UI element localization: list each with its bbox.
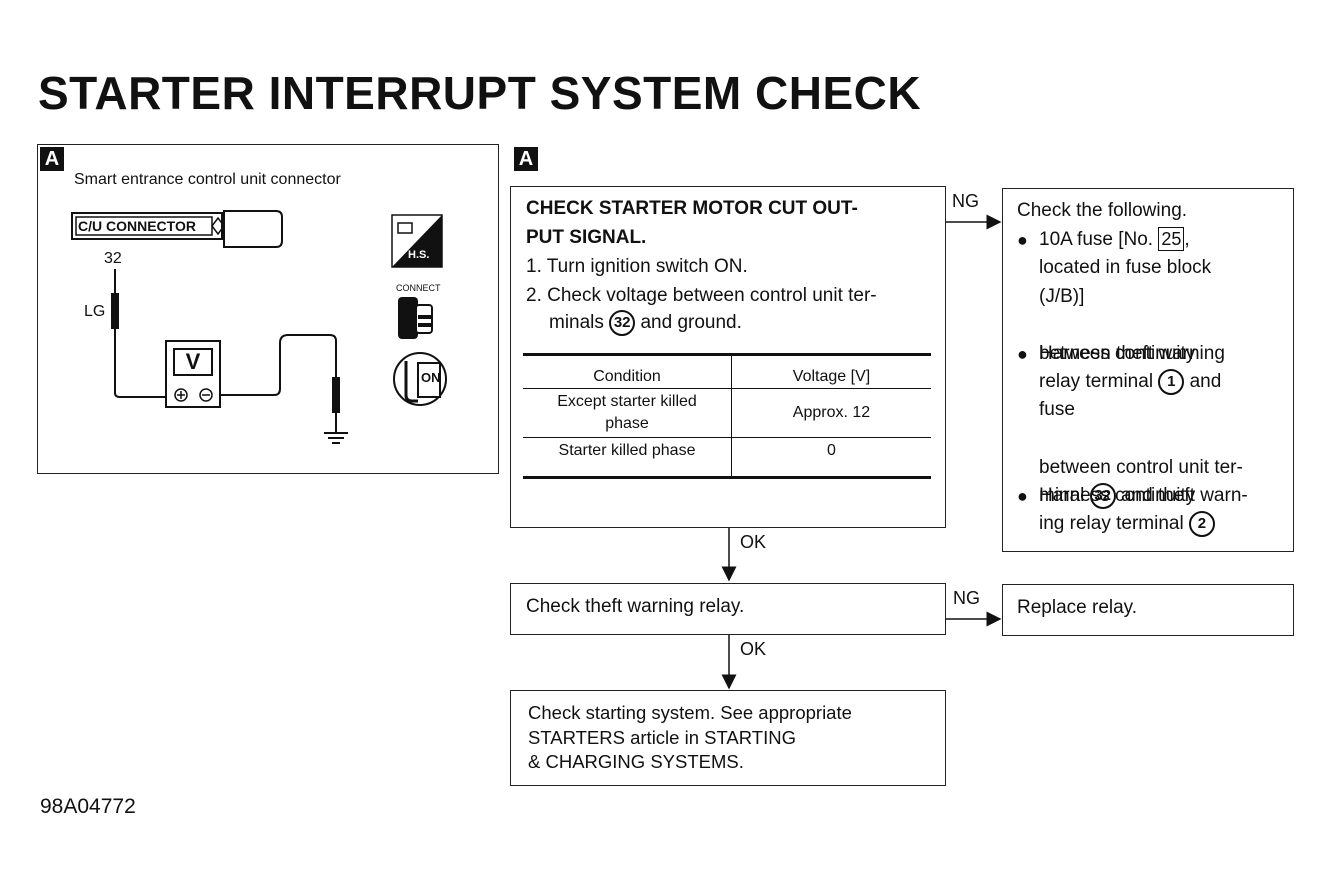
harness2-line4: ing relay terminal 2 (1039, 510, 1215, 539)
hand-tools-icon (391, 214, 443, 268)
lead-wire-negative (220, 334, 337, 396)
harness2-line4-pre: ing relay terminal (1039, 513, 1184, 534)
replace-relay-text: Replace relay. (1017, 597, 1138, 618)
step3-line2: STARTERS article in STARTING (528, 726, 796, 748)
harness2-line3: minal 32 and theft warn- (1039, 482, 1248, 511)
fuse-number-badge: 25 (1158, 227, 1185, 251)
step2-text: Check theft warning relay. (526, 596, 745, 617)
fuse-text: 10A fuse [No. (1039, 229, 1154, 250)
step-check-starting-system: Check starting system. See appropriate S… (510, 690, 946, 786)
connect-label: CONNECT (396, 283, 441, 293)
connector-label: C/U CONNECTOR (78, 218, 196, 234)
table-cell-voltage: Approx. 12 (792, 404, 871, 421)
harness1-line2: between theft warning (1039, 343, 1225, 364)
hs-label: H.S. (408, 249, 430, 261)
fuse-comma: , (1184, 229, 1190, 250)
ok-label-2: OK (740, 639, 767, 659)
step1-heading-line2: PUT SIGNAL. (526, 227, 647, 248)
bullet-harness-2: Harness continuity (1017, 482, 1307, 511)
fuse-line3: (J/B)] (1039, 286, 1085, 307)
flow-badge: A (514, 147, 538, 171)
table-header-voltage: Voltage [V] (792, 368, 871, 385)
harness2-line3-post: and theft warn- (1120, 485, 1248, 506)
page-title: STARTER INTERRUPT SYSTEM CHECK (38, 67, 922, 119)
step3-text: Check starting system. See appropriate S… (528, 701, 852, 775)
step1-item2-line1: 2. Check voltage between control unit te… (526, 285, 877, 306)
ok-label-1: OK (740, 532, 767, 552)
table-header-row: Condition Voltage [V] (523, 354, 931, 389)
step1-item2-pre: minals (549, 312, 604, 333)
probe-lead (111, 293, 119, 329)
connector-diagram-panel: A Smart entrance control unit connector (37, 144, 499, 474)
figure-id: 98A04772 (40, 795, 136, 818)
connector-caption: Smart entrance control unit connector (74, 171, 341, 188)
terminal-number-label: 32 (104, 250, 122, 267)
step1-heading-line1: CHECK STARTER MOTOR CUT OUT- (526, 198, 858, 219)
terminal-32-badge: 32 (1089, 482, 1116, 509)
check-following-heading: Check the following. (1017, 200, 1188, 221)
check-following-box: Check the following. 10A fuse [No. 25, l… (1002, 188, 1294, 552)
ng-label-1: NG (952, 191, 979, 211)
replace-relay-box: Replace relay. (1002, 584, 1294, 636)
terminal-32-badge: 32 (609, 309, 636, 336)
lead-wire-positive (114, 329, 166, 398)
step1-item1: 1. Turn ignition switch ON. (526, 256, 748, 277)
table-cell-voltage: 0 (827, 442, 836, 459)
bullet-harness-1: Harness continuity (1017, 340, 1307, 369)
fuse-line2: located in fuse block (1039, 257, 1212, 278)
table-row: Starter killed phase 0 (523, 437, 931, 478)
harness1-line4: fuse (1039, 399, 1075, 420)
terminal-1-badge: 1 (1158, 368, 1185, 395)
table-cell-condition: Starter killed phase (523, 437, 732, 478)
step3-line3: & CHARGING SYSTEMS. (528, 751, 744, 772)
ng-label-2: NG (953, 588, 980, 608)
voltmeter-label: V (185, 349, 201, 374)
harness1-line3: relay terminal 1 and (1039, 368, 1221, 397)
step-check-cut-output-signal: CHECK STARTER MOTOR CUT OUT- PUT SIGNAL.… (510, 186, 946, 528)
step1-item2-line2: minals 32 and ground. (549, 309, 742, 338)
harness2-line2: between control unit ter- (1039, 457, 1243, 478)
table-cell-condition: Except starter killed phase (523, 388, 732, 438)
condition-table: Condition Voltage [V] Except starter kil… (523, 353, 931, 479)
ignition-on-icon (393, 352, 447, 406)
table-row: Except starter killed phase Approx. 12 (523, 388, 931, 438)
voltmeter-circuit-diagram (71, 210, 447, 444)
step-check-theft-relay: Check theft warning relay. (510, 583, 946, 635)
harness2-line3-pre: minal (1039, 485, 1085, 506)
harness1-line3-post: and (1189, 371, 1222, 392)
panel-badge: A (40, 147, 64, 171)
ignition-on-label: ON (421, 370, 441, 385)
step1-item2-post: and ground. (640, 312, 742, 333)
connect-icon (398, 297, 433, 339)
connector-plug (223, 210, 283, 248)
wire-color-label: LG (84, 303, 106, 320)
table-header-condition: Condition (523, 354, 732, 389)
harness1-line3-pre: relay terminal (1039, 371, 1154, 392)
bullet-fuse: 10A fuse [No. 25, (1017, 226, 1307, 255)
terminal-2-badge: 2 (1188, 510, 1215, 537)
step3-line1: Check starting system. See appropriate (528, 702, 852, 723)
